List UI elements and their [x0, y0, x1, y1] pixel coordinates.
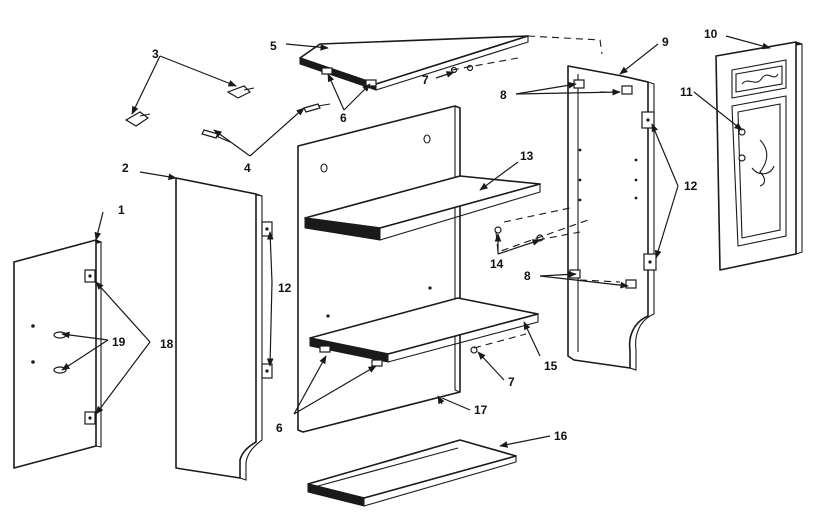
left-side-panel [175, 177, 263, 481]
callout-2: 2 [122, 161, 129, 175]
callout-5: 5 [270, 39, 277, 53]
right-door [715, 41, 803, 271]
right-side-panel [567, 65, 655, 371]
callout-9: 9 [662, 35, 669, 49]
door-hinge-upper [84, 269, 96, 283]
knob-screws [124, 85, 255, 127]
callout-12-left: 12 [278, 281, 292, 295]
callout-16: 16 [554, 429, 568, 443]
callout-3: 3 [152, 47, 159, 61]
leader-lines [61, 35, 771, 448]
right-hinge-lower [643, 253, 657, 271]
callout-8-bottom: 8 [524, 269, 531, 283]
lower-shelf [309, 297, 539, 367]
door-hinge-lower [84, 411, 96, 425]
callout-6-top: 6 [340, 111, 347, 125]
callout-4: 4 [244, 161, 251, 175]
side-hinge-lower [261, 363, 273, 379]
callout-7-top: 7 [422, 73, 429, 87]
callout-8-top: 8 [500, 88, 507, 102]
wood-screws [201, 103, 331, 143]
callout-11: 11 [680, 85, 693, 99]
back-panel [297, 105, 461, 433]
callout-14: 14 [490, 257, 504, 271]
callout-18: 18 [160, 337, 174, 351]
right-hinge-upper [641, 111, 655, 129]
callout-6-bottom: 6 [276, 421, 283, 435]
callout-10: 10 [704, 27, 718, 41]
cabinet-bottom [307, 439, 517, 507]
callout-13: 13 [520, 149, 534, 163]
callout-12-right: 12 [684, 179, 698, 193]
callout-1: 1 [118, 203, 125, 217]
callout-15: 15 [544, 359, 558, 373]
callout-19: 19 [112, 335, 126, 349]
callout-17: 17 [474, 403, 488, 417]
leader-17-line [441, 397, 471, 411]
callout-labels: 1 2 3 4 5 6 7 8 9 10 11 12 12 13 14 8 15… [112, 27, 718, 443]
cabinet-top [299, 35, 529, 91]
callout-7-bottom: 7 [508, 375, 515, 389]
